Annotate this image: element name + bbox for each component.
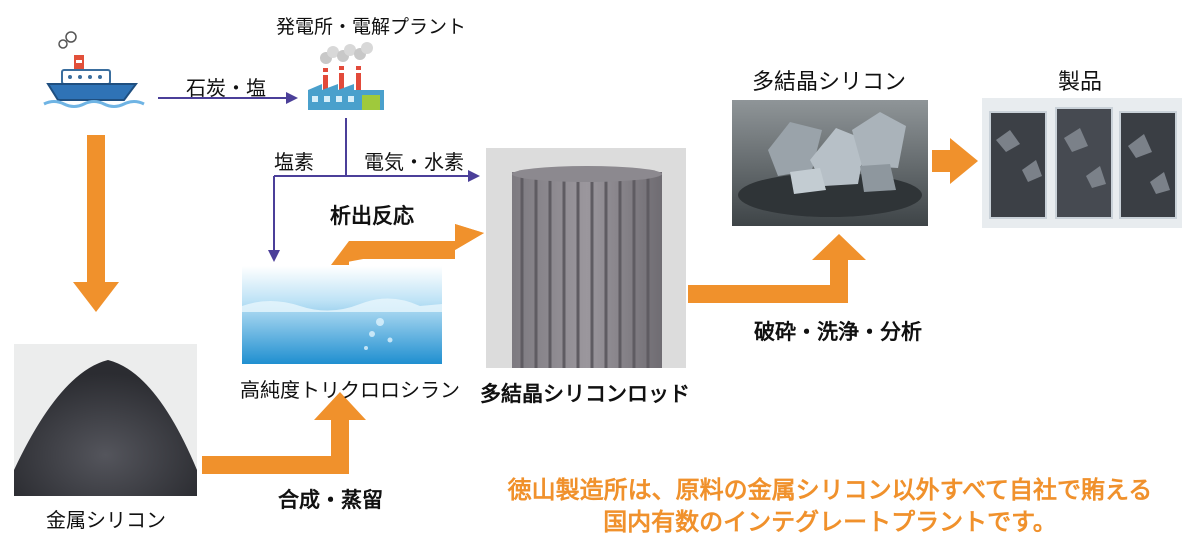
arrow-ship-to-metal-silicon [73,135,119,312]
coal-salt-label: 石炭・塩 [186,76,266,100]
synthesis-label: 合成・蒸留 [278,488,383,512]
note-line-2: 国内有数のインテグレートプラントです。 [603,508,1057,536]
polysilicon-label: 多結晶シリコン [752,70,907,95]
products-label: 製品 [1058,70,1103,95]
polysilicon-rod-image [486,148,686,368]
power-plant-icon [308,42,384,110]
polysilicon-chunks-image [732,100,928,226]
arrow-chlorine-electricity [268,118,480,262]
tcs-image [242,266,442,364]
metal-silicon-label: 金属シリコン [46,508,166,532]
metal-silicon-image [14,344,197,496]
crushing-label: 破砕・洗浄・分析 [754,320,922,344]
chlorine-label: 塩素 [274,150,314,174]
note-line-1: 徳山製造所は、原料の金属シリコン以外すべて自社で賄える [507,476,1153,504]
deposition-label: 析出反応 [330,204,414,228]
arrow-crushing [688,234,866,303]
electricity-hydrogen-label: 電気・水素 [364,150,464,174]
plant-label: 発電所・電解プラント [276,16,467,38]
ship-icon [43,31,145,108]
rod-label: 多結晶シリコンロッド [480,382,690,406]
products-image [982,98,1182,228]
arrow-synthesis [202,392,366,474]
arrow-to-products [932,138,978,184]
arrow-deposition [331,224,484,265]
arrow-coal-salt [158,92,298,104]
tcs-label: 高純度トリクロロシラン [240,378,460,402]
